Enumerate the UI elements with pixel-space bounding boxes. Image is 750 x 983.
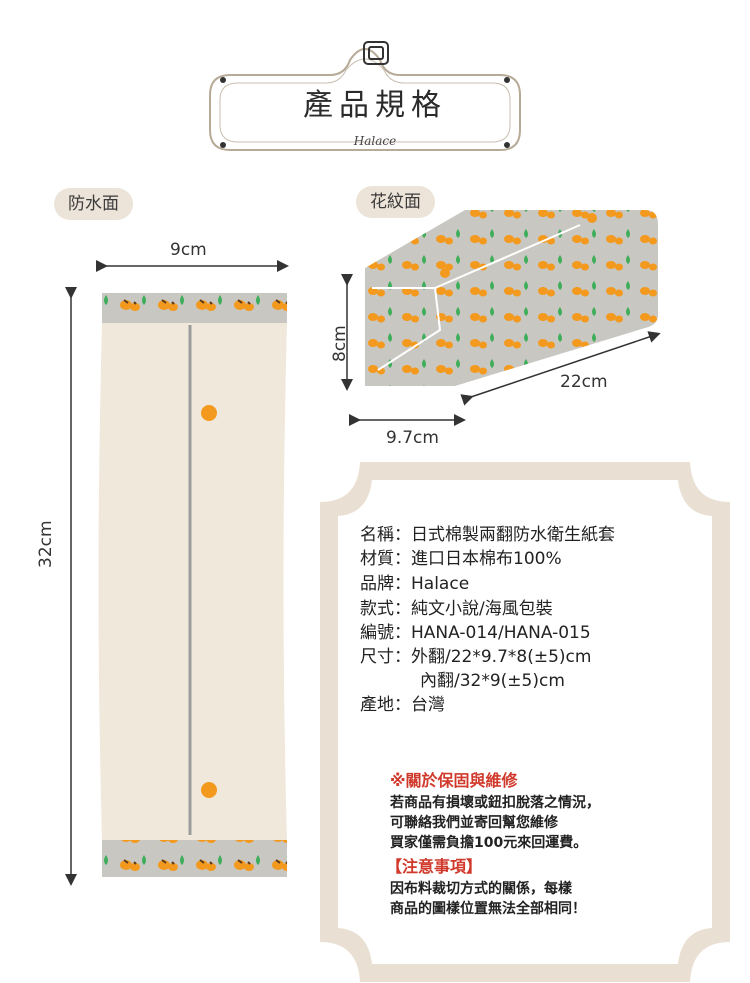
spec-code: 編號：HANA-014/HANA-015 — [360, 623, 591, 643]
spec-frame — [320, 462, 730, 982]
waterproof-side-label: 防水面 — [54, 188, 133, 220]
box-length-label: 22cm — [560, 372, 608, 392]
tissue-box-icon — [363, 41, 389, 65]
button-bottom — [201, 782, 217, 798]
warranty-line: 買家僅需負擔100元來回運費。 — [390, 835, 588, 851]
notice-line: 商品的圖樣位置無法全部相同！ — [390, 901, 586, 917]
box-height-label: 8cm — [330, 325, 350, 362]
header-banner — [209, 48, 521, 151]
warranty-line: 若商品有損壞或鈕扣脫落之情況， — [390, 795, 600, 811]
button-top — [201, 405, 217, 421]
unfolded-cover-diagram — [65, 260, 289, 886]
warranty-line: 可聯絡我們並寄回幫您維修 — [390, 815, 558, 831]
warranty-title: ※關於保固與維修 — [390, 771, 518, 790]
front-height-label: 32cm — [36, 520, 56, 568]
spec-name: 名稱：日式棉製兩翻防水衛生紙套 — [360, 525, 615, 545]
spec-brand: 品牌：Halace — [360, 574, 470, 594]
spec-material: 材質：進口日本棉布100% — [360, 549, 562, 569]
front-width-label: 9cm — [170, 240, 207, 260]
spec-size-outer: 尺寸：外翻/22*9.7*8(±5)cm — [360, 647, 592, 667]
notice-title: 【注意事項】 — [386, 857, 483, 876]
spec-origin: 產地：台灣 — [360, 695, 445, 715]
spec-size-inner: 內翻/32*9(±5)cm — [420, 671, 565, 691]
notice-line: 因布料裁切方式的關係，每樣 — [390, 881, 572, 897]
brand-signature: Halace — [353, 134, 397, 148]
folded-box-diagram — [341, 210, 661, 426]
pattern-side-label: 花紋面 — [356, 186, 435, 218]
box-depth-label: 9.7cm — [386, 428, 439, 448]
spec-style: 款式：純文小說/海風包裝 — [360, 599, 553, 619]
page-title: 產品規格 — [303, 88, 447, 123]
